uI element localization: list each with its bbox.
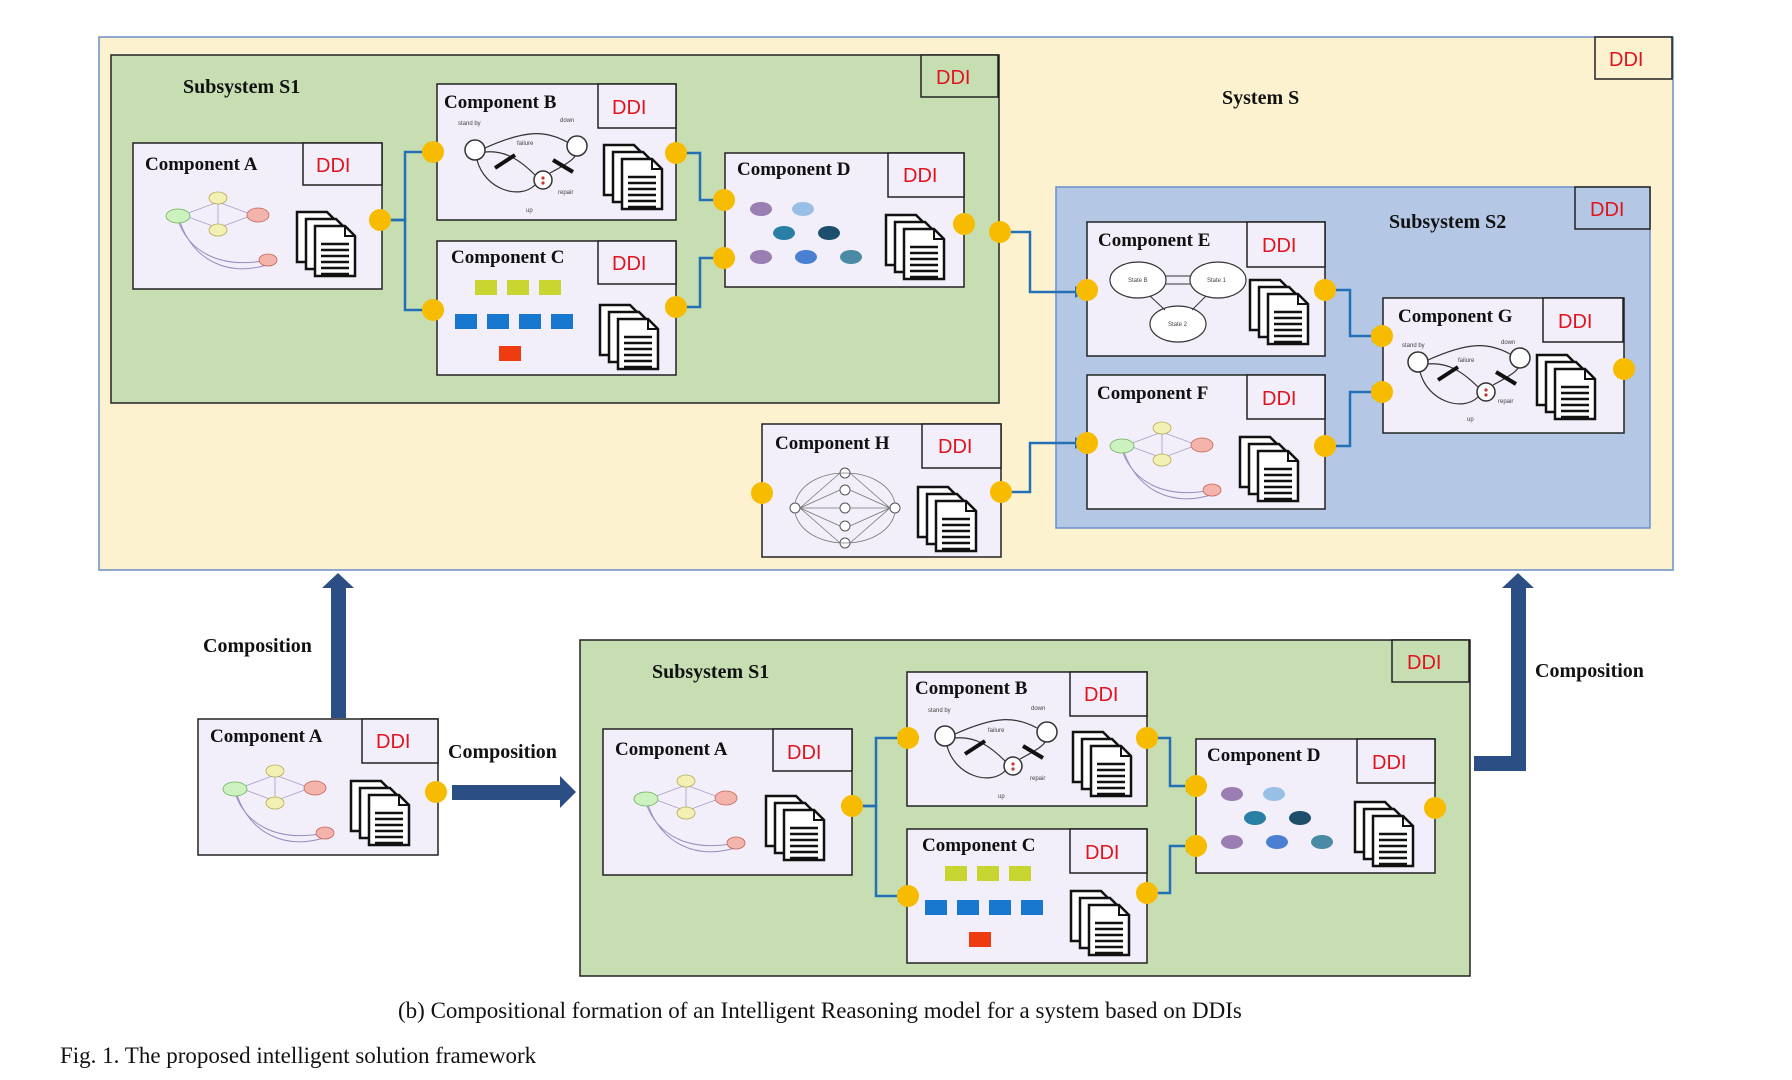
ports-top [369,141,1635,504]
ddi-label: DDI [376,731,410,753]
component-d-top: Component D DDI [724,152,965,288]
component-h: Component H DDI [761,423,1002,558]
ddi-label: DDI [936,67,970,89]
ddi-label: DDI [316,155,350,177]
ddi-label: DDI [1372,752,1406,774]
component-b-bottom: Component B DDI stand by down failure re… [906,671,1148,807]
state-label: State B [1128,278,1148,284]
ddi-label: DDI [612,253,646,275]
figure-caption: Fig. 1. The proposed intelligent solutio… [60,1043,537,1068]
component-title: Component A [615,739,728,760]
component-title: Component C [451,247,564,268]
component-title: Component F [1097,383,1208,404]
state-label: down [560,118,574,124]
state-label: stand by [928,708,951,714]
connectors-bottom [852,736,1190,898]
component-e: Component E DDI State B State 1 State 2 [1086,221,1326,357]
composition-arrow-up-left [322,573,354,718]
ddi-label: DDI [938,436,972,458]
subfigure-caption: (b) Compositional formation of an Intell… [398,998,1242,1023]
state-label: up [526,208,533,214]
state-label: failure [988,728,1005,734]
ddi-label: DDI [1558,311,1592,333]
component-title: Component A [145,154,258,175]
component-a-standalone: Component A DDI [197,718,439,856]
component-title: Component H [775,433,890,454]
composition-label: Composition [1535,660,1644,682]
subsystem-s1-ddi-box [920,54,999,98]
ddi-label: DDI [1084,684,1118,706]
ddi-label: DDI [1609,49,1643,71]
ddi-label: DDI [787,742,821,764]
composition-label: Composition [203,635,312,657]
component-title: Component C [922,835,1035,856]
ddi-label: DDI [903,165,937,187]
connectors-top [380,150,1376,494]
ddi-label: DDI [1590,199,1624,221]
component-a-top: Component A DDI [132,142,383,290]
component-d-bottom: Component D DDI [1195,738,1436,874]
system-s-ddi-box [1594,36,1673,80]
state-label: failure [517,141,534,147]
composition-arrow-up-right [1474,573,1534,771]
subsystem-s2-title: Subsystem S2 [1389,211,1506,233]
component-title: Component D [1207,745,1320,766]
ddi-label: DDI [1407,652,1441,674]
ports-bottom [425,727,1446,907]
state-label: down [1031,706,1045,712]
subsystem-s1-bottom-ddi-box [1391,639,1470,683]
component-title: Component B [915,678,1028,699]
state-label: State 1 [1207,278,1227,284]
state-label: up [998,794,1005,800]
component-f: Component F DDI [1086,374,1326,510]
ddi-label: DDI [612,97,646,119]
state-label: repair [558,190,573,196]
state-label: repair [1498,399,1513,405]
composition-arrow-right [452,776,576,808]
state-label: stand by [1402,343,1425,349]
subsystem-s1-title: Subsystem S1 [652,661,769,683]
component-title: Component A [210,726,323,747]
component-title: Component E [1098,230,1210,251]
state-label: repair [1030,776,1045,782]
component-a-bottom: Component A DDI [602,728,853,876]
component-title: Component G [1398,306,1513,327]
component-c-top: Component C DDI [436,240,677,376]
ddi-label: DDI [1262,235,1296,257]
subsystem-s1-title: Subsystem S1 [183,76,300,98]
component-c-bottom: Component C DDI [906,828,1148,964]
component-title: Component D [737,159,850,180]
state-label: stand by [458,121,481,127]
state-label: failure [1458,358,1475,364]
component-b-top: Component B DDI stand by down failure re… [436,83,677,221]
subsystem-s2-ddi-box [1574,186,1651,230]
state-label: State 2 [1168,322,1188,328]
state-label: up [1467,417,1474,423]
ddi-label: DDI [1085,842,1119,864]
ddi-label: DDI [1262,388,1296,410]
state-label: down [1501,340,1515,346]
composition-label: Composition [448,741,557,763]
component-title: Component B [444,92,557,113]
component-g: Component G DDI stand by down failure re… [1382,297,1625,434]
system-s-title: System S [1222,87,1299,109]
